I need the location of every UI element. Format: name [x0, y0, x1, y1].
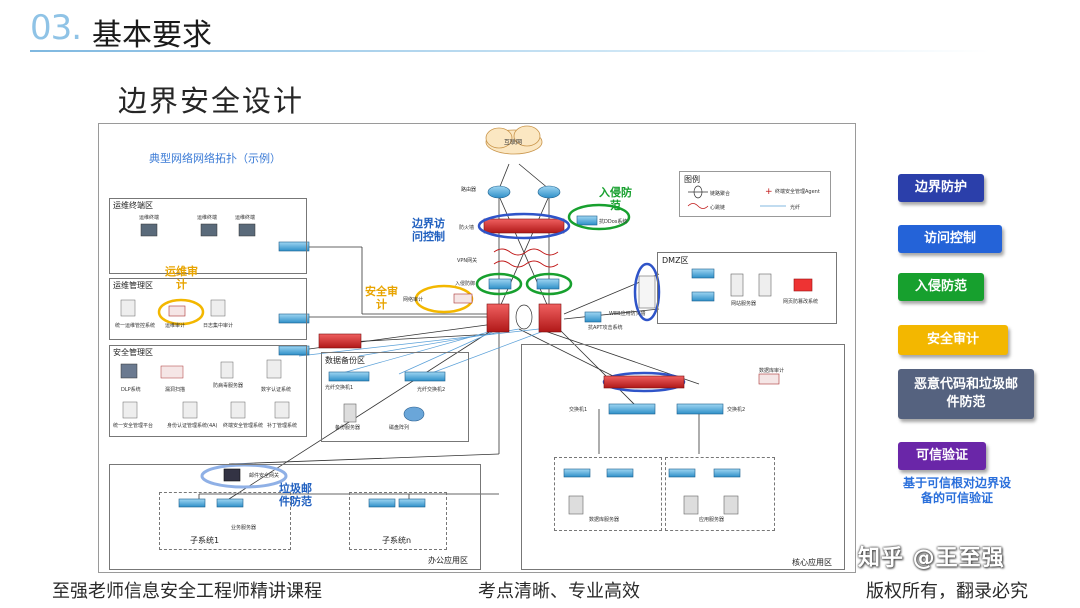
zone-label: 运维终端区 [113, 201, 153, 210]
device-label: 交换机2 [727, 407, 746, 413]
device-label: 应用服务器 [699, 517, 725, 523]
legend-security-audit: 安全审计 [898, 325, 1008, 355]
diagram-legend: 图例 链路聚合 终端安全管理Agent 心跳链 光纤 + [679, 171, 831, 217]
device-label: 运维终端 [235, 215, 256, 221]
legend-item: 心跳链 [710, 205, 726, 211]
zone-label: 运维管理区 [113, 281, 153, 290]
legend-label: 可信验证 [915, 448, 968, 463]
device-label: 业务服务器 [231, 525, 257, 531]
internet-label: 互联网 [504, 139, 523, 146]
legend-trusted-verification: 可信验证 [898, 442, 986, 470]
subsystem-label: 子系统1 [190, 536, 220, 545]
internet-cloud-icon [485, 125, 543, 155]
legend-item: 终端安全管理Agent [775, 189, 820, 195]
device-label: 抗DDos系统 [599, 219, 628, 225]
network-topology-diagram: 典型网络网络拓扑（示例） 互联网 图例 链路聚合 终端安全管理Agent 心跳链… [98, 123, 856, 573]
zone-sec-mgmt: 安全管理区 [109, 345, 307, 437]
device-label: 统一安全管理平台 [113, 423, 154, 429]
legend-symbols: + [687, 185, 786, 209]
device-label: VPN网关 [457, 258, 478, 264]
legend-intrusion-prevention: 入侵防范 [898, 273, 984, 301]
section-number: 03. [30, 8, 82, 48]
footer-copyright: 版权所有，翻录必究 [866, 581, 1028, 602]
firewall-icon [483, 218, 565, 234]
zone-label: 办公应用区 [428, 556, 468, 565]
device-label: 入侵防御 [455, 281, 476, 287]
legend-label: 入侵防范 [914, 279, 967, 294]
device-label: 漏洞扫描 [165, 387, 186, 393]
zone-ops-mgmt: 运维管理区 [109, 278, 307, 340]
callout-intrusion: 入侵防 范 [599, 186, 632, 212]
legend-label: 边界防护 [914, 180, 967, 195]
device-label: 运维终端 [139, 215, 160, 221]
slide-subtitle: 边界安全设计 [118, 84, 305, 118]
device-label: 备份服务器 [335, 425, 361, 431]
device-label: 终端安全管理系统 [223, 423, 264, 429]
svg-text:+: + [765, 187, 773, 197]
device-label: 光纤交换机1 [325, 385, 354, 391]
device-label: 光纤交换机2 [417, 387, 446, 393]
zone-label: 安全管理区 [113, 348, 153, 357]
device-label: 网站服务器 [731, 301, 757, 307]
header-divider [30, 50, 990, 52]
section-title: 基本要求 [92, 18, 212, 53]
device-label: 数据库审计 [759, 368, 785, 374]
legend-item: 链路聚合 [710, 191, 731, 197]
legend-label: 访问控制 [923, 231, 976, 246]
legend-boundary-protection: 边界防护 [898, 174, 984, 202]
legend-item: 光纤 [790, 205, 801, 211]
device-label: DLP系统 [121, 387, 141, 393]
device-label: 防病毒服务器 [213, 383, 244, 389]
device-label: 身份认证管理系统(4A) [167, 423, 218, 429]
zone-office: 办公应用区 [109, 464, 481, 570]
callout-boundary-access: 边界访 问控制 [412, 217, 445, 243]
device-label: 磁盘阵列 [389, 425, 410, 431]
subsystem-n: 子系统n [349, 492, 447, 550]
device-label: 防火墙 [459, 225, 475, 231]
device-label: 数据库服务器 [589, 517, 620, 523]
trust-note: 基于可信根对边界设备的可信验证 [902, 476, 1011, 505]
legend-title: 图例 [684, 175, 700, 184]
zone-label: DMZ区 [662, 256, 689, 265]
zone-dmz: DMZ区 [657, 252, 837, 324]
legend-malware-spam: 恶意代码和垃圾邮件防范 [898, 369, 1034, 419]
device-label: 运维终端 [197, 215, 218, 221]
device-label: 网页防篡改系统 [783, 299, 819, 305]
router-icon [487, 185, 561, 199]
legend-access-control: 访问控制 [898, 225, 1002, 253]
device-label: 路由器 [461, 187, 477, 193]
zone-backup: 数据备份区 [321, 352, 469, 442]
callout-security-audit: 安全审 计 [365, 285, 398, 311]
cluster-app [665, 457, 775, 531]
legend-label: 安全审计 [926, 332, 979, 347]
device-label: 邮件安全网关 [249, 473, 280, 479]
device-label: 运维审计 [165, 323, 186, 329]
device-label: 数字认证系统 [261, 387, 292, 393]
device-label: 补丁管理系统 [267, 423, 298, 429]
watermark: 知乎 @王至强 [858, 546, 1005, 571]
zone-core: 核心应用区 [521, 344, 845, 570]
zone-ops-terminal: 运维终端区 [109, 198, 307, 274]
subsystem-1: 子系统1 [159, 492, 291, 550]
footer-course: 至强老师信息安全工程师精讲课程 [52, 581, 322, 602]
zone-label: 核心应用区 [792, 558, 832, 567]
zone-label: 数据备份区 [325, 356, 365, 365]
callout-ops-audit: 运维审 计 [165, 265, 198, 291]
device-label: 日志集中审计 [203, 323, 234, 329]
device-label: 交换机1 [569, 407, 588, 413]
device-label: 抗APT攻击系统 [588, 325, 623, 331]
device-label: 统一运维管控系统 [115, 323, 156, 329]
diagram-caption: 典型网络网络拓扑（示例） [149, 152, 281, 165]
topology-links [120, 125, 813, 515]
device-label: WEB应用防火墙 [609, 311, 646, 317]
legend-label: 恶意代码和垃圾邮件防范 [913, 377, 1018, 410]
subsystem-label: 子系统n [382, 536, 412, 545]
cluster-db [554, 457, 662, 531]
device-label: 网络审计 [403, 297, 424, 303]
callout-spam: 垃圾邮 件防范 [279, 482, 312, 508]
footer-slogan: 考点清晰、专业高效 [478, 581, 640, 602]
